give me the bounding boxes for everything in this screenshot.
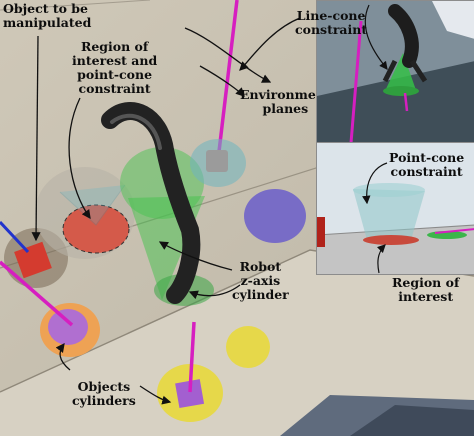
- robot-arm-highlight: [110, 113, 162, 150]
- arrow-line-cone: [239, 17, 301, 71]
- magenta-axis-left: [0, 260, 74, 327]
- label-region-of-interest: Region of interest: [392, 276, 459, 304]
- robot-arm: [101, 102, 201, 304]
- label-line-cone-constraint: Line-cone constraint: [295, 9, 367, 37]
- label-line: manipulated: [3, 15, 92, 30]
- environment-plane-edge-2: [0, 0, 151, 11]
- line-cone-shape: [385, 53, 417, 93]
- magenta-axis-bottom: [188, 321, 196, 393]
- label-line: constraint: [78, 81, 151, 96]
- inset-point-cone: Point-cone constraint: [316, 142, 474, 275]
- floor-dark-bottom-2: [350, 405, 474, 436]
- magenta-axis-top: [216, 0, 239, 161]
- inset-region-of-interest: [363, 235, 419, 245]
- label-line: interest: [398, 289, 454, 304]
- label-line: Robot: [239, 259, 282, 274]
- label-line: z-axis: [240, 273, 281, 288]
- label-line: Region of: [80, 39, 149, 54]
- object-cylinder-yellow-right: [226, 326, 270, 368]
- label-robot-z-axis-cylinder: Robot z-axis cylinder: [232, 260, 289, 302]
- arrow-robot-z-axis-2: [188, 284, 241, 300]
- object-cylinder-orange-inner: [48, 309, 88, 345]
- label-line: point-cone: [77, 67, 153, 82]
- arrow-object-to-be-manipulated: [31, 35, 41, 242]
- label-line: interest and: [72, 53, 158, 68]
- label-line: Line-cone: [296, 8, 366, 23]
- label-line: Environment: [240, 87, 331, 102]
- arrow-objects-cylinders-2: [139, 385, 172, 405]
- object-cylinder-blue: [244, 189, 306, 243]
- label-point-cone-constraint: Point-cone constraint: [389, 151, 464, 179]
- arrow-robot-z-axis: [158, 241, 233, 271]
- label-region-interest-point-cone: Region of interest and point-cone constr…: [72, 40, 157, 96]
- label-objects-cylinders: Objects cylinders: [72, 380, 136, 408]
- object-to-be-manipulated: [14, 241, 52, 279]
- point-cone-shape: [353, 189, 425, 240]
- label-environment-planes: Environment planes: [240, 88, 331, 116]
- object-axis-blue: [0, 220, 30, 254]
- object-purple-bottom: [175, 379, 205, 409]
- inset-magenta-axis: [349, 20, 363, 143]
- inset-point-cone-scene: [317, 143, 474, 274]
- label-line: Region of: [392, 275, 460, 290]
- label-line: cylinders: [72, 393, 136, 408]
- inset-robot-arm: [388, 4, 419, 68]
- label-line: planes: [262, 101, 309, 116]
- arrow-objects-cylinders-1: [55, 342, 71, 371]
- label-line: constraint: [295, 22, 368, 37]
- label-line: cylinder: [232, 287, 289, 302]
- label-line: Point-cone: [389, 150, 465, 165]
- label-line: constraint: [390, 164, 463, 179]
- object-top-right: [206, 150, 228, 172]
- point-cone-sides: [59, 184, 126, 226]
- label-object-to-be-manipulated: Object to be manipulated: [3, 2, 91, 30]
- arrow-environment-plane-1: [184, 27, 272, 83]
- label-line: Objects: [77, 379, 131, 394]
- label-line: Object to be: [3, 1, 88, 16]
- inset-line-cone-scene: [317, 1, 474, 143]
- arrow-environment-plane-2: [199, 65, 245, 97]
- inset-line-cone: Line-cone constraint: [295, 0, 474, 144]
- arrow-region-of-interest: [68, 97, 91, 220]
- region-of-interest-ellipse: [62, 204, 130, 254]
